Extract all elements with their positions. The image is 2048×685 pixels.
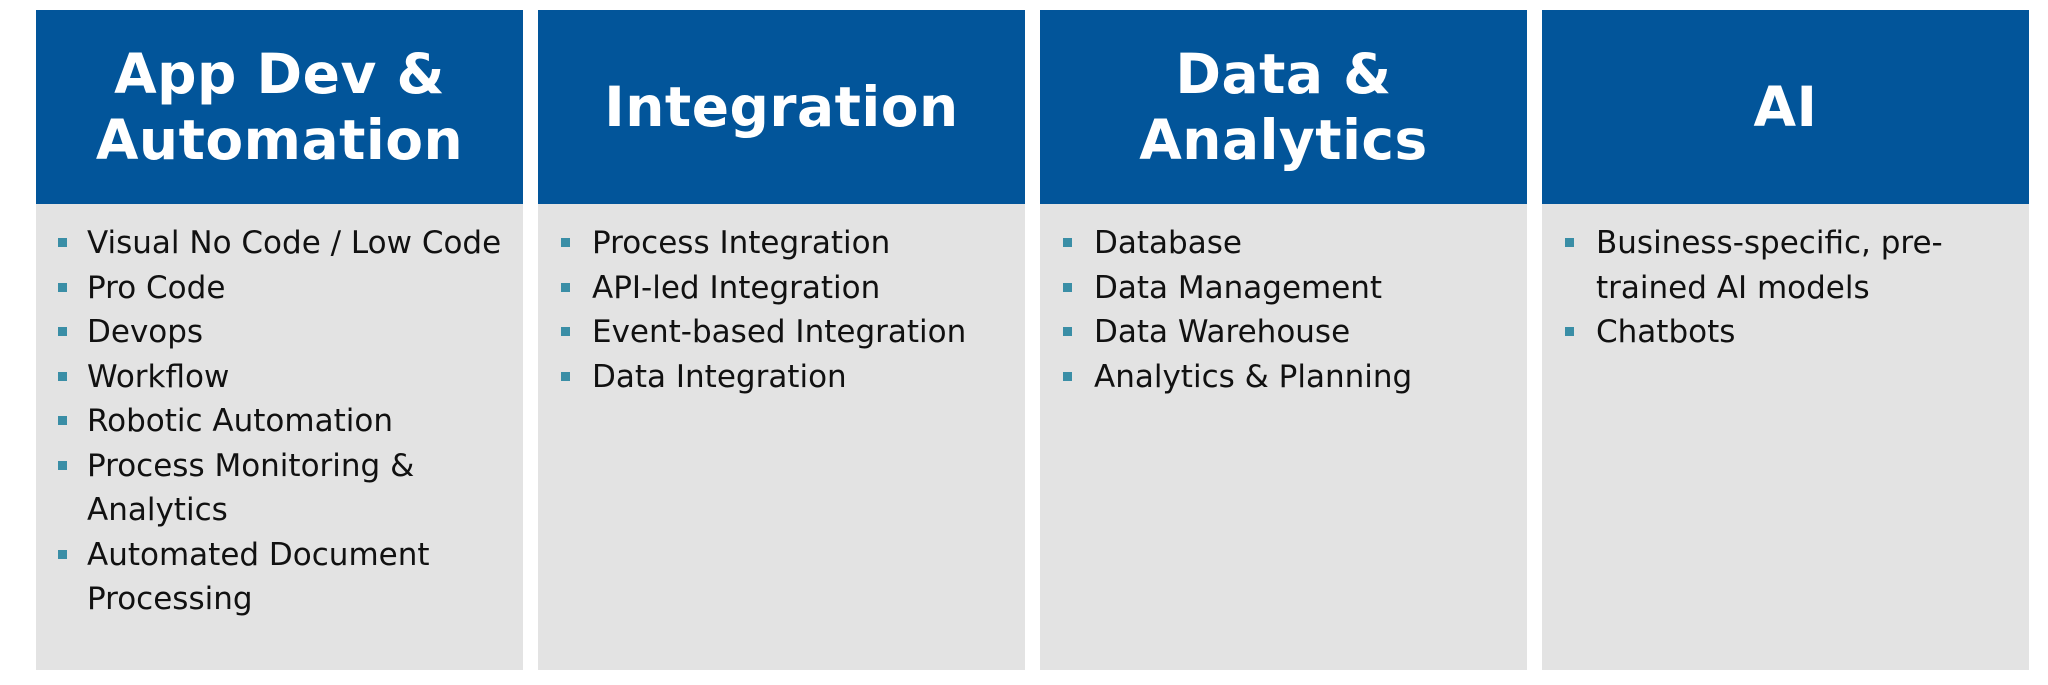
square-bullet-icon — [561, 238, 570, 247]
square-bullet-icon — [58, 282, 67, 292]
square-bullet-icon — [1565, 238, 1574, 247]
list-item-text: Pro Code — [87, 269, 226, 306]
bullet-list: Database Data Management Data Warehouse … — [1058, 221, 1507, 399]
list-item: Data Warehouse — [1058, 310, 1507, 355]
list-item-text: Process Monitoring & Analytics — [87, 447, 415, 529]
square-bullet-icon — [1063, 282, 1072, 292]
square-bullet-icon — [1063, 327, 1072, 336]
column-header: Integration — [538, 10, 1025, 204]
column-app-dev-automation: App Dev & Automation Visual No Code / Lo… — [36, 10, 523, 670]
list-item-text: Chatbots — [1596, 314, 1736, 350]
column-body: Database Data Management Data Warehouse … — [1040, 204, 1527, 670]
column-body: Business-specific, pre-trained AI models… — [1542, 204, 2029, 670]
list-item: Robotic Automation — [54, 399, 503, 444]
column-integration: Integration Process Integration API-led … — [538, 10, 1025, 670]
list-item-text: Robotic Automation — [87, 403, 393, 439]
square-bullet-icon — [1063, 238, 1072, 247]
list-item: Pro Code — [54, 266, 503, 311]
column-header: AI — [1542, 10, 2029, 204]
square-bullet-icon — [58, 371, 67, 381]
list-item-text: Data Management — [1094, 269, 1383, 306]
capability-columns: App Dev & Automation Visual No Code / Lo… — [36, 10, 2029, 670]
list-item-text: Database — [1094, 225, 1242, 261]
list-item: API-led Integration — [556, 266, 1005, 311]
list-item-text: Devops — [87, 314, 204, 350]
list-item-text: Data Warehouse — [1094, 314, 1351, 350]
list-item: Workflow — [54, 355, 503, 400]
column-title: Integration — [604, 75, 959, 139]
list-item: Process Monitoring & Analytics — [54, 444, 503, 533]
square-bullet-icon — [58, 327, 67, 336]
column-data-analytics: Data & Analytics Database Data Managemen… — [1040, 10, 1527, 670]
list-item-text: Data Integration — [592, 358, 847, 395]
list-item: Data Management — [1058, 266, 1507, 311]
square-bullet-icon — [1063, 371, 1072, 381]
list-item-text: Event-based Integration — [592, 314, 967, 350]
square-bullet-icon — [58, 238, 67, 247]
column-header: Data & Analytics — [1040, 10, 1527, 204]
column-title: App Dev & Automation — [95, 42, 464, 172]
square-bullet-icon — [561, 282, 570, 292]
list-item: Data Integration — [556, 355, 1005, 400]
column-ai: AI Business-specific, pre-trained AI mod… — [1542, 10, 2029, 670]
bullet-list: Business-specific, pre-trained AI models… — [1560, 221, 2009, 355]
bullet-list: Visual No Code / Low Code Pro Code Devop… — [54, 221, 503, 622]
list-item: Database — [1058, 221, 1507, 266]
column-body: Process Integration API-led Integration … — [538, 204, 1025, 670]
list-item-text: Workflow — [87, 358, 230, 395]
list-item-text: Automated Document Processing — [87, 536, 430, 618]
list-item: Event-based Integration — [556, 310, 1005, 355]
list-item-text: Business-specific, pre-trained AI models — [1596, 225, 1943, 306]
list-item: Analytics & Planning — [1058, 355, 1507, 400]
column-title: AI — [1753, 75, 1818, 139]
list-item: Chatbots — [1560, 310, 2009, 355]
list-item-text: Visual No Code / Low Code — [87, 225, 502, 261]
list-item: Automated Document Processing — [54, 533, 503, 622]
column-body: Visual No Code / Low Code Pro Code Devop… — [36, 204, 523, 670]
square-bullet-icon — [58, 549, 67, 559]
square-bullet-icon — [561, 371, 570, 381]
list-item-text: API-led Integration — [592, 269, 881, 306]
column-header: App Dev & Automation — [36, 10, 523, 204]
list-item: Visual No Code / Low Code — [54, 221, 503, 266]
bullet-list: Process Integration API-led Integration … — [556, 221, 1005, 399]
square-bullet-icon — [58, 460, 67, 470]
list-item-text: Analytics & Planning — [1094, 358, 1413, 395]
list-item: Business-specific, pre-trained AI models — [1560, 221, 2009, 310]
list-item-text: Process Integration — [592, 225, 891, 261]
square-bullet-icon — [58, 416, 67, 425]
list-item: Devops — [54, 310, 503, 355]
square-bullet-icon — [1565, 327, 1574, 336]
square-bullet-icon — [561, 327, 570, 336]
column-title: Data & Analytics — [1139, 42, 1428, 172]
list-item: Process Integration — [556, 221, 1005, 266]
